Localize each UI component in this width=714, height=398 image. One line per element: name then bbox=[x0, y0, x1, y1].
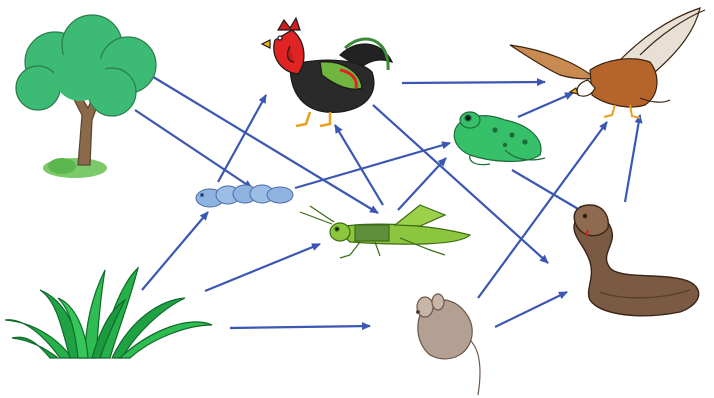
arrow-grass-to-mouse bbox=[229, 322, 371, 331]
arrow-tree-to-caterpillar bbox=[134, 109, 253, 189]
arrow-mouse-to-eagle bbox=[477, 121, 608, 299]
arrow-mouse-to-snake bbox=[494, 291, 568, 328]
arrow-frog-to-snake bbox=[511, 169, 586, 214]
caterpillar-icon bbox=[195, 184, 294, 208]
arrow-caterpillar-to-rooster bbox=[217, 94, 267, 183]
arrows-layer bbox=[134, 74, 643, 331]
arrow-tree-to-grasshopper bbox=[149, 74, 379, 214]
arrow-grass-to-caterpillar bbox=[141, 211, 209, 291]
tree-icon bbox=[15, 14, 157, 178]
arrow-grasshopper-to-frog bbox=[397, 157, 447, 211]
arrow-snake-to-eagle bbox=[623, 114, 643, 203]
cobra-icon bbox=[573, 204, 700, 317]
arrow-frog-to-eagle bbox=[517, 91, 574, 119]
mouse-icon bbox=[415, 293, 481, 396]
arrow-caterpillar-to-frog bbox=[294, 141, 451, 190]
rooster-icon bbox=[260, 16, 394, 128]
arrow-rooster-to-eagle bbox=[401, 78, 546, 87]
arrow-rooster-to-snake bbox=[372, 104, 549, 264]
grass-icon bbox=[4, 266, 213, 359]
arrow-grasshopper-to-rooster bbox=[334, 124, 384, 206]
frog-icon bbox=[453, 111, 546, 166]
arrow-grass-to-grasshopper bbox=[204, 242, 321, 293]
eagle-icon bbox=[509, 7, 706, 119]
grasshopper-icon bbox=[299, 204, 472, 259]
